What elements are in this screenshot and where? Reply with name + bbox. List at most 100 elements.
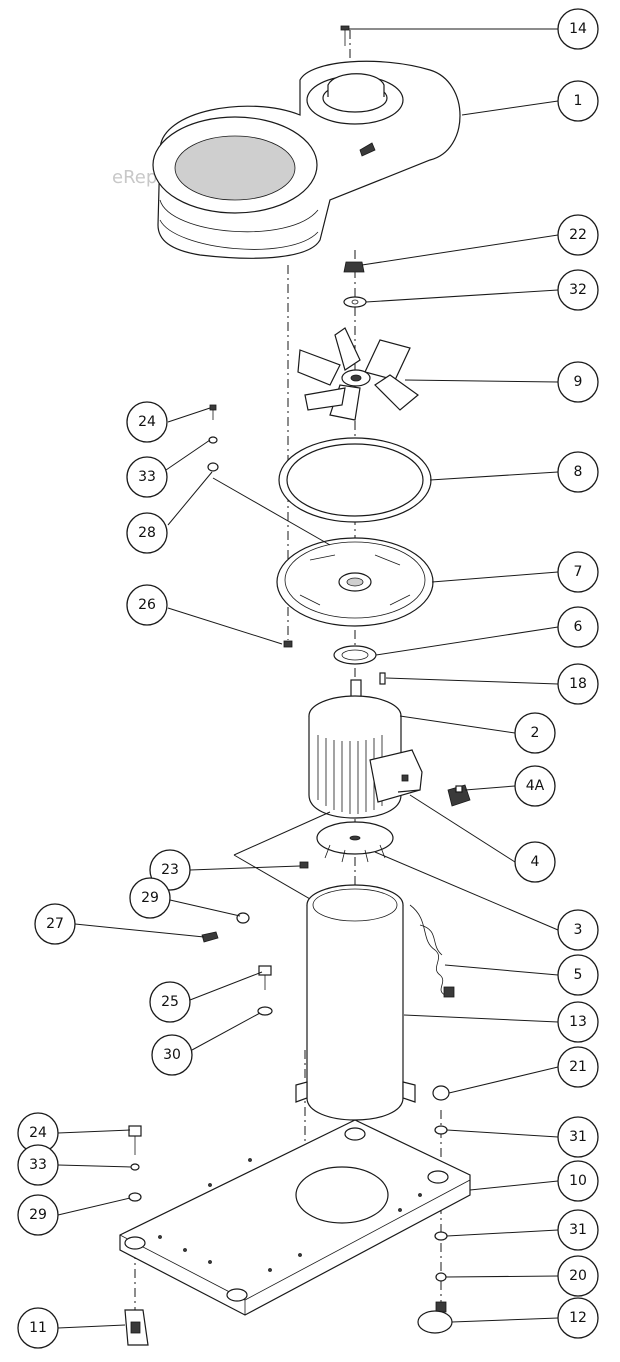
callout-3-label: 3 xyxy=(574,922,583,938)
callout-5: 5 xyxy=(557,954,599,996)
base-plate-part xyxy=(119,1119,471,1316)
callout-3: 3 xyxy=(557,909,599,951)
callout-25: 25 xyxy=(149,981,191,1023)
screw-26-part xyxy=(283,640,293,648)
housing-top-part xyxy=(152,60,461,259)
callout-10: 10 xyxy=(557,1160,599,1202)
callout-8: 8 xyxy=(557,451,599,493)
seal-6-part xyxy=(333,645,377,665)
callout-31-upper-label: 31 xyxy=(569,1129,587,1145)
washer-29-upper-part xyxy=(236,912,250,924)
callout-25-label: 25 xyxy=(161,994,179,1010)
callout-21: 21 xyxy=(557,1046,599,1088)
callout-24-lower: 24 xyxy=(17,1112,59,1154)
callout-7: 7 xyxy=(557,551,599,593)
callout-33-upper-label: 33 xyxy=(138,469,156,485)
callout-26-label: 26 xyxy=(138,597,156,613)
motor-plate-part xyxy=(276,537,434,627)
callout-29-lower: 29 xyxy=(17,1194,59,1236)
switch-4a-part xyxy=(447,784,471,807)
callout-13-label: 13 xyxy=(569,1014,587,1030)
callout-31-lower-label: 31 xyxy=(569,1222,587,1238)
motor-part xyxy=(308,679,423,819)
callout-22-label: 22 xyxy=(569,227,587,243)
callout-11: 11 xyxy=(17,1307,59,1349)
callout-1: 1 xyxy=(557,80,599,122)
callout-7-label: 7 xyxy=(574,564,583,580)
callout-20: 20 xyxy=(557,1255,599,1297)
caster-12-part xyxy=(417,1301,453,1334)
callout-leader-lines xyxy=(57,28,560,1329)
callout-31-upper: 31 xyxy=(557,1116,599,1158)
callout-27: 27 xyxy=(34,903,76,945)
callout-11-label: 11 xyxy=(29,1320,47,1336)
key-18-part xyxy=(379,672,386,685)
fan-impeller-part xyxy=(297,327,419,421)
foot-11-part xyxy=(124,1309,149,1346)
callout-24-upper: 24 xyxy=(126,401,168,443)
callout-29-upper: 29 xyxy=(129,877,171,919)
callout-9-label: 9 xyxy=(574,374,583,390)
callout-21-label: 21 xyxy=(569,1059,587,1075)
callout-2: 2 xyxy=(514,712,556,754)
callout-28: 28 xyxy=(126,512,168,554)
callout-4a-label: 4A xyxy=(526,778,545,794)
washer-28-part xyxy=(207,462,331,546)
washer-33-lower-part xyxy=(130,1163,140,1171)
callout-31-lower: 31 xyxy=(557,1209,599,1251)
callout-4a: 4A xyxy=(514,765,556,807)
callout-32: 32 xyxy=(557,269,599,311)
callout-29-upper-label: 29 xyxy=(141,890,159,906)
callout-33-upper: 33 xyxy=(126,456,168,498)
callout-27-label: 27 xyxy=(46,916,64,932)
callout-33-lower: 33 xyxy=(17,1144,59,1186)
callout-30-label: 30 xyxy=(163,1047,181,1063)
screw-23-part xyxy=(299,861,309,869)
callout-33-lower-label: 33 xyxy=(29,1157,47,1173)
callout-6: 6 xyxy=(557,606,599,648)
callout-6-label: 6 xyxy=(574,619,583,635)
callout-29-lower-label: 29 xyxy=(29,1207,47,1223)
callout-2-label: 2 xyxy=(531,725,540,741)
callout-18-label: 18 xyxy=(569,676,587,692)
nut-20-part xyxy=(435,1272,447,1282)
callout-32-label: 32 xyxy=(569,282,587,298)
callout-26: 26 xyxy=(126,584,168,626)
callout-12-label: 12 xyxy=(569,1310,587,1326)
callout-20-label: 20 xyxy=(569,1268,587,1284)
washer-31-upper-part xyxy=(434,1125,448,1135)
washer-33-upper-part xyxy=(208,436,218,444)
nut-22-part xyxy=(343,261,365,273)
callout-22: 22 xyxy=(557,214,599,256)
callout-14-label: 14 xyxy=(569,21,587,37)
callout-24-lower-label: 24 xyxy=(29,1125,47,1141)
callout-4-label: 4 xyxy=(531,854,540,870)
bolt-24-lower-part xyxy=(128,1125,142,1155)
callout-30: 30 xyxy=(151,1034,193,1076)
callout-8-label: 8 xyxy=(574,464,583,480)
callout-13: 13 xyxy=(557,1001,599,1043)
callout-12: 12 xyxy=(557,1297,599,1339)
callout-18: 18 xyxy=(557,663,599,705)
callout-10-label: 10 xyxy=(569,1173,587,1189)
callout-24-upper-label: 24 xyxy=(138,414,156,430)
washer-31-lower-part xyxy=(434,1231,448,1241)
callout-28-label: 28 xyxy=(138,525,156,541)
callout-23-label: 23 xyxy=(161,862,179,878)
callout-4: 4 xyxy=(514,841,556,883)
cap-21-part xyxy=(432,1085,450,1101)
callout-9: 9 xyxy=(557,361,599,403)
cylinder-body-part xyxy=(295,884,416,1121)
callout-1-label: 1 xyxy=(574,93,583,109)
bolt-25-part xyxy=(258,965,272,990)
washer-30-part xyxy=(257,1006,273,1016)
callout-5-label: 5 xyxy=(574,967,583,983)
gasket-ring-part xyxy=(278,437,432,523)
bolt-27-part xyxy=(201,931,219,943)
screw-14-part xyxy=(340,25,350,46)
washer-32-part xyxy=(343,296,367,308)
bolt-24-upper-part xyxy=(209,404,217,420)
washer-29-lower-part xyxy=(128,1192,142,1202)
power-cord-part xyxy=(409,904,455,998)
